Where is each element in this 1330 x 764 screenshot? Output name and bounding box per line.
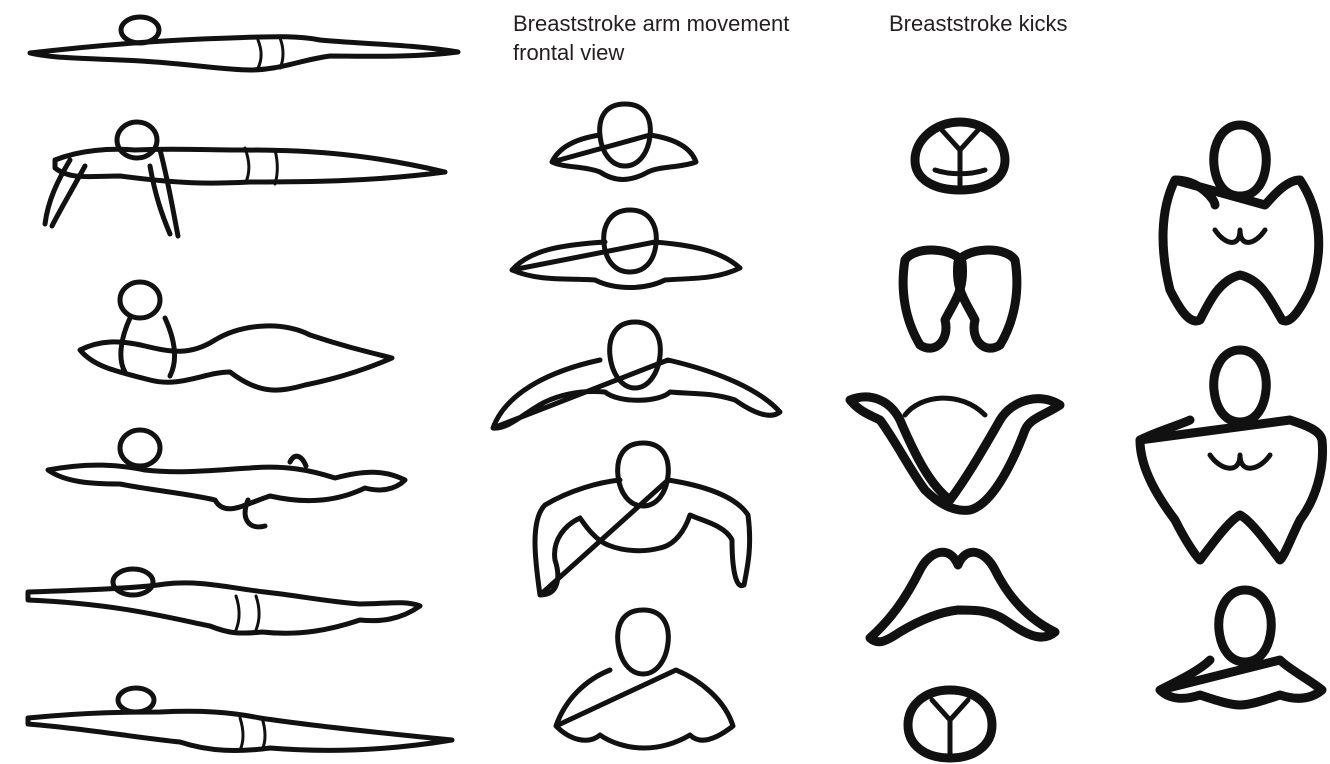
kick-legs-1 (915, 122, 1005, 190)
arm-frontal-swimmer-5 (556, 610, 733, 748)
kick-body-1 (1163, 125, 1319, 321)
kick-body-2 (1140, 350, 1323, 560)
arm-frontal-swimmer-3 (493, 322, 780, 428)
arm-frontal-swimmer-2 (512, 210, 740, 288)
kick-legs-5 (908, 690, 992, 758)
arm-frontal-swimmer-1 (552, 104, 696, 180)
kick-legs-2 (903, 250, 1017, 348)
kick-body-sequence (1140, 125, 1323, 705)
arm-frontal-swimmer-4 (535, 443, 750, 595)
arm-frontal-sequence (493, 104, 780, 748)
side-view-swimmer-1 (30, 17, 458, 70)
kick-body-3 (1160, 590, 1322, 705)
kick-legs-3 (850, 397, 1060, 510)
side-view-swimmer-2 (45, 122, 445, 236)
side-view-swimmer-5 (28, 569, 420, 633)
kick-leg-sequence (850, 122, 1060, 758)
side-view-swimmer-3 (80, 282, 392, 390)
side-view-sequence (28, 17, 458, 750)
side-view-swimmer-4 (48, 430, 405, 527)
kick-legs-4 (870, 552, 1055, 642)
side-view-swimmer-6 (28, 688, 452, 750)
